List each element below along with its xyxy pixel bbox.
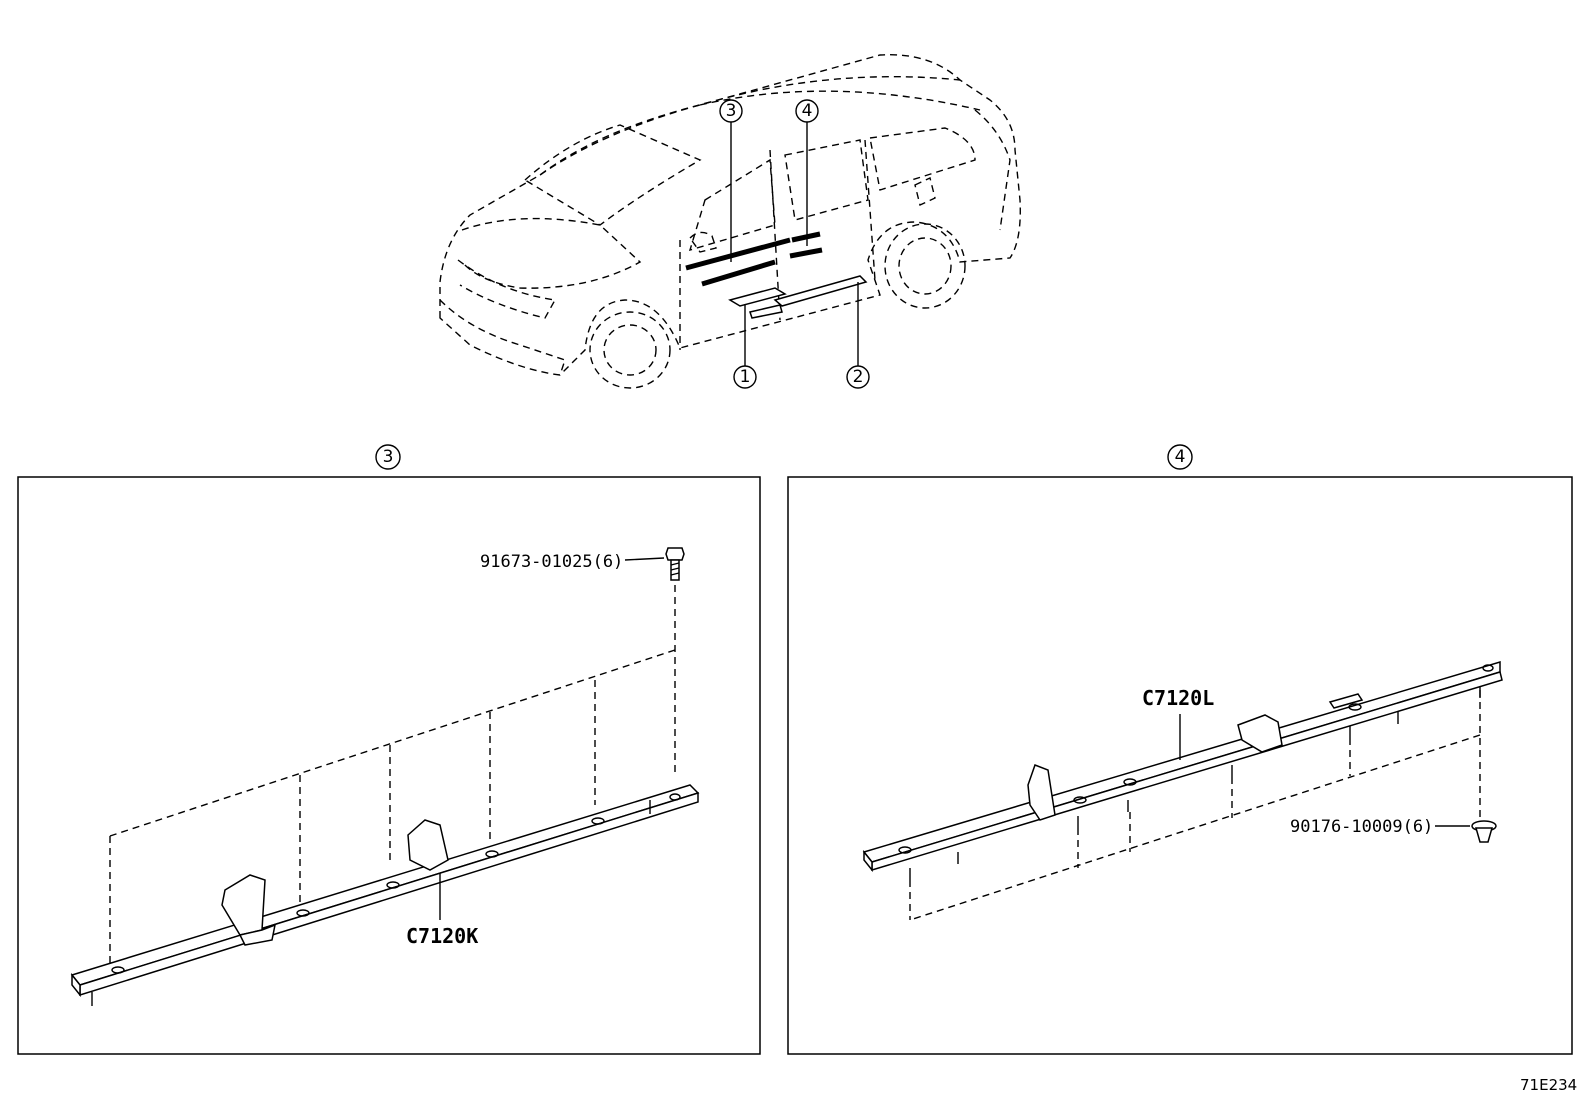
panel-right-header-callout: 4 (1167, 444, 1193, 470)
panel-right-drawing (862, 660, 1503, 921)
figure-id: 71E234 (1520, 1076, 1577, 1094)
callout-2-overview: 2 (846, 365, 870, 389)
svg-text:1: 1 (740, 367, 751, 387)
svg-text:4: 4 (1175, 447, 1186, 467)
panel-right-frame (787, 476, 1573, 1055)
svg-text:4: 4 (802, 101, 813, 121)
panel-left-frame (17, 476, 761, 1055)
callout-1-overview: 1 (733, 365, 757, 389)
panel-left-header-callout: 3 (375, 444, 401, 470)
part-code-right: C7120L (1142, 686, 1214, 710)
vehicle-overview-illustration: 3 4 1 2 (439, 54, 1021, 389)
svg-text:3: 3 (726, 101, 737, 121)
fastener-label-left: 91673-01025(6) (480, 552, 623, 572)
panel-left-drawing (70, 547, 700, 1006)
svg-text:2: 2 (853, 367, 864, 387)
callout-4-overview: 4 (795, 99, 819, 123)
bolt-icon (665, 547, 685, 581)
svg-text:3: 3 (383, 447, 394, 467)
part-code-left: C7120K (406, 924, 478, 948)
clip-fastener-icon (1471, 820, 1497, 843)
callout-3-overview: 3 (719, 99, 743, 123)
fastener-label-right: 90176-10009(6) (1290, 817, 1433, 837)
